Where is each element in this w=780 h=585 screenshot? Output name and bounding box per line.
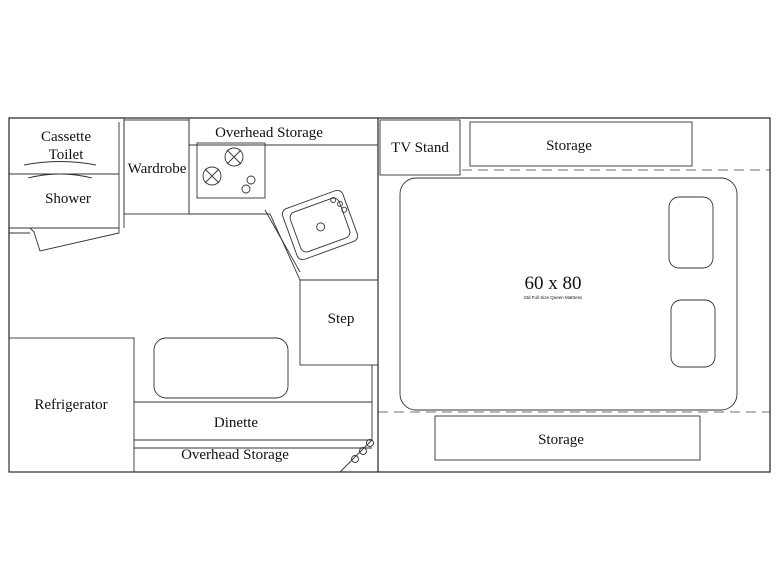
refrigerator-label: Refrigerator (34, 397, 107, 413)
pillow-bottom (670, 299, 716, 368)
stove (196, 142, 266, 199)
cassette-toilet-label-1: Cassette (41, 129, 91, 145)
storage-top-box (469, 121, 693, 167)
kitchen-counter (189, 213, 378, 281)
pillow-top (668, 196, 714, 269)
wardrobe-label: Wardrobe (128, 161, 187, 177)
cassette-toilet-label-2: Toilet (49, 147, 85, 163)
overhead-storage-top-label: Overhead Storage (215, 125, 323, 141)
storage-bottom-label: Storage (538, 432, 584, 448)
storage-top-label: Storage (546, 138, 592, 154)
dinette-table (153, 337, 289, 399)
dinette-label: Dinette (214, 415, 258, 431)
step-box (299, 279, 379, 366)
tv-stand-label: TV Stand (391, 140, 449, 156)
tv-stand-box (379, 119, 461, 176)
shower-door (28, 227, 120, 252)
shower-label: Shower (45, 191, 91, 207)
storage-bottom-box (434, 415, 701, 461)
sink (281, 189, 359, 261)
outer-wall (8, 117, 771, 473)
overhead-storage-bottom-label: Overhead Storage (181, 447, 289, 463)
bed-size-label: 60 x 80 (525, 273, 582, 294)
mattress-note-label: Std Full Size Queen Mattress (524, 295, 583, 300)
step-label: Step (328, 311, 355, 327)
refrigerator-box (8, 337, 135, 473)
bed-mattress (399, 177, 738, 411)
